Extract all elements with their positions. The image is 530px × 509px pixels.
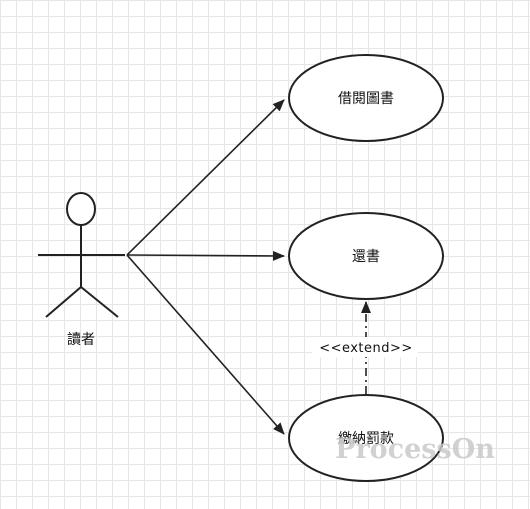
extend-label-bg [312,337,418,357]
actor-head [66,192,96,226]
use-case-return-label: 還書 [352,249,380,265]
use-case-return-shape[interactable] [288,212,444,300]
use-case-fine-label: 繳納罰款 [338,431,394,447]
association-return [126,250,285,261]
actor-left-leg [45,286,82,318]
association-borrow [126,99,285,256]
extend-label: <<extend>> [319,341,413,356]
use-case-return[interactable]: 還書 [288,212,444,300]
use-case-borrow-shape[interactable] [288,54,444,142]
use-case-borrow-label: 借閱圖書 [338,91,394,107]
actor-figure [38,192,125,318]
use-case-borrow[interactable]: 借閱圖書 [288,54,444,142]
actor-right-leg [80,286,119,318]
watermark: ProcessOn [335,434,495,465]
use-case-fine[interactable]: 繳納罰款 [288,394,444,482]
use-case-fine-shape[interactable] [288,394,444,482]
association-fine [126,254,285,435]
actor-label: 讀者 [67,332,95,348]
